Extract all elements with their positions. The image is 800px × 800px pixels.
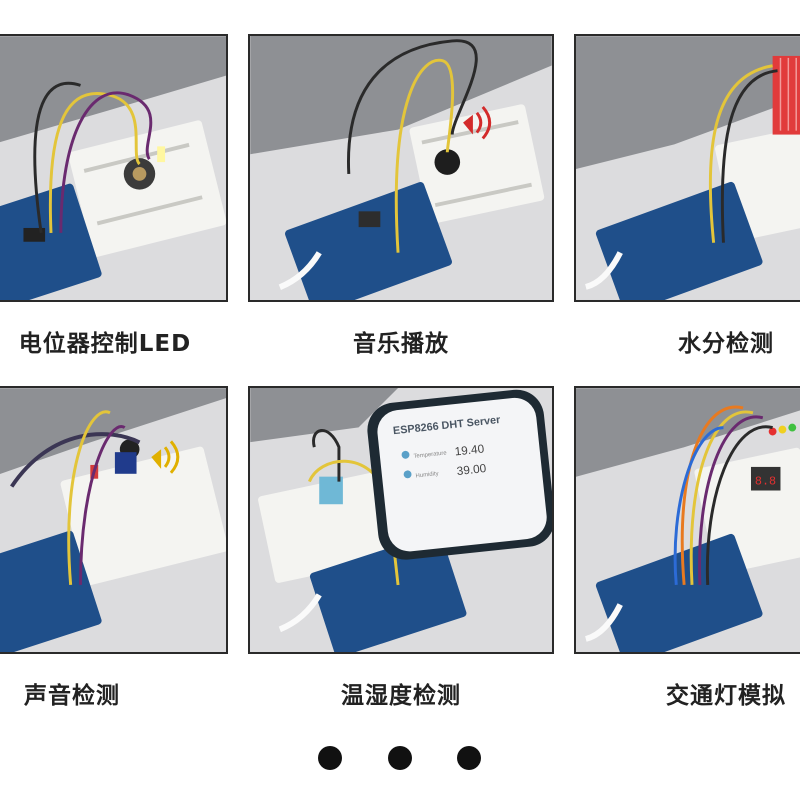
caption-potentiometer-led: 电位器控制LED: [18, 331, 192, 357]
caption-music-playback: 音乐播放: [353, 331, 449, 357]
photo-sound-detection: [0, 386, 228, 654]
potentiometer-led-image: [0, 36, 226, 300]
photo-potentiometer-led: [0, 34, 228, 302]
carousel-dot-1[interactable]: [318, 746, 342, 770]
caption-sound-detection: 声音检测: [24, 683, 120, 709]
music-playback-image: [250, 36, 552, 300]
moisture-detection-image: [576, 36, 800, 300]
photo-music-playback: [248, 34, 554, 302]
carousel-dot-2[interactable]: [388, 746, 412, 770]
humidity-value: 39.00: [456, 461, 487, 478]
caption-moisture-detection: 水分检测: [678, 331, 774, 357]
photo-traffic-light: 8.8: [574, 386, 800, 654]
carousel-dot-3[interactable]: [457, 746, 481, 770]
caption-traffic-light: 交通灯模拟: [666, 683, 786, 709]
temperature-humidity-image: ESP8266 DHT Server Temperature 19.40 Hum…: [250, 388, 552, 652]
temperature-label: Temperature: [413, 450, 447, 460]
photo-temperature-humidity: ESP8266 DHT Server Temperature 19.40 Hum…: [248, 386, 554, 654]
caption-temperature-humidity: 温湿度检测: [341, 683, 461, 709]
traffic-light-image: 8.8: [576, 388, 800, 652]
sound-detection-image: [0, 388, 226, 652]
temperature-value: 19.40: [454, 441, 485, 458]
photo-moisture-detection: [574, 34, 800, 302]
humidity-label: Humidity: [415, 471, 439, 479]
svg-text:8.8: 8.8: [755, 475, 776, 489]
